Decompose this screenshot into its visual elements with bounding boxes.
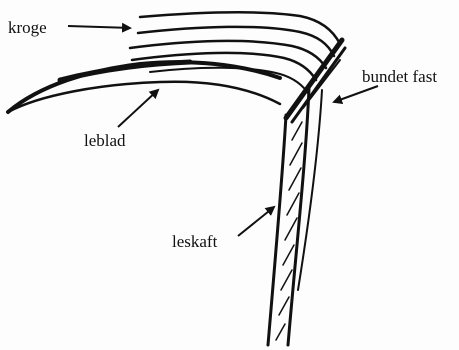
- scythe-blade: [8, 62, 280, 112]
- label-bundet-fast: bundet fast: [362, 68, 437, 85]
- label-leblad: leblad: [84, 132, 126, 149]
- arrow-leblad: [118, 90, 158, 127]
- label-kroge: kroge: [8, 19, 47, 36]
- arrow-kroge: [68, 26, 130, 28]
- arrow-leskaft: [238, 207, 274, 236]
- handle-shaft: [268, 88, 322, 345]
- label-leskaft: leskaft: [172, 233, 217, 250]
- arrow-bundet-fast: [334, 86, 378, 102]
